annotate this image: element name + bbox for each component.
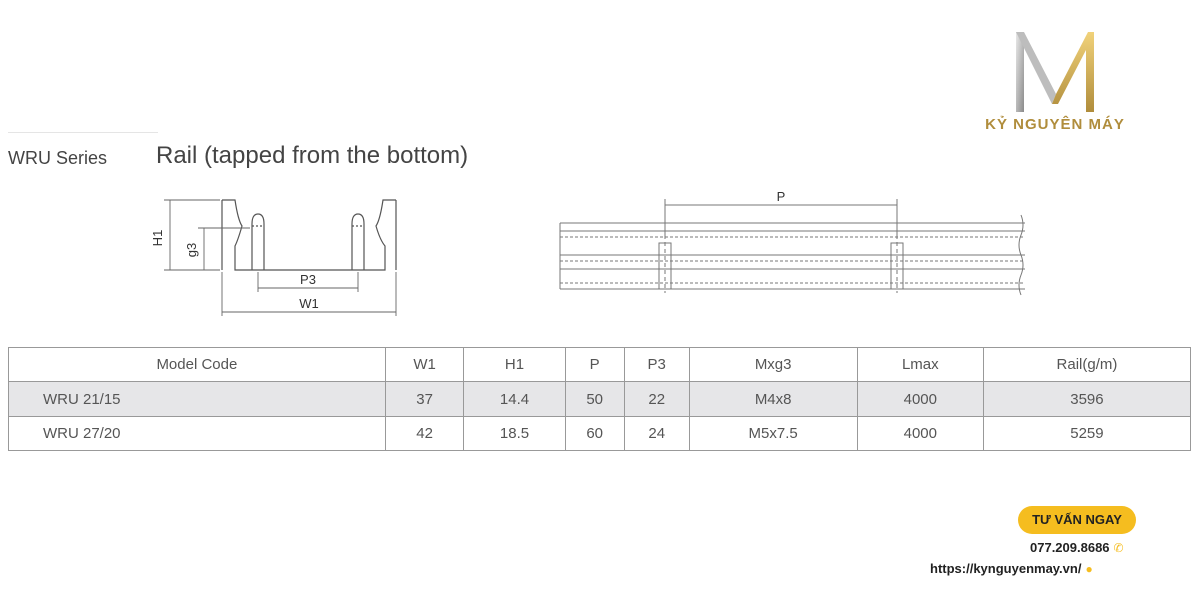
table-cell: 50 <box>564 381 625 417</box>
table-cell: 4000 <box>856 381 984 417</box>
phone-text: 077.209.8686 <box>1030 540 1110 555</box>
title-rule <box>8 132 158 133</box>
table-row: WRU 27/20 42 18.5 60 24 M5x7.5 4000 5259 <box>8 416 1192 451</box>
table-cell: 42 <box>384 416 465 451</box>
p3-label: P3 <box>300 272 316 287</box>
website-text: https://kynguyenmay.vn/ <box>930 561 1082 576</box>
table-cell: 24 <box>623 416 690 451</box>
rail-cross-section-diagram: H1 g3 P3 W1 <box>150 199 397 316</box>
p-label: P <box>777 189 786 204</box>
phone-number[interactable]: 077.209.8686✆ <box>1030 540 1124 555</box>
w1-label: W1 <box>299 296 319 311</box>
website-link[interactable]: https://kynguyenmay.vn/● <box>930 561 1093 576</box>
table-cell: 22 <box>623 381 690 417</box>
table-header-cell: Mxg3 <box>688 347 858 382</box>
table-cell: 5259 <box>982 416 1192 451</box>
table-header-cell: Rail(g/m) <box>982 347 1192 382</box>
table-cell: 14.4 <box>463 381 566 417</box>
specification-table: Model Code W1 H1 P P3 Mxg3 Lmax Rail(g/m… <box>8 347 1192 451</box>
table-row: WRU 21/15 37 14.4 50 22 M4x8 4000 3596 <box>8 381 1192 417</box>
brand-name: KỶ NGUYÊN MÁY <box>985 116 1125 133</box>
table-header-cell: P <box>564 347 625 382</box>
location-pin-icon: ● <box>1085 562 1093 576</box>
m-monogram-logo <box>1016 32 1094 112</box>
h1-label: H1 <box>150 230 165 247</box>
table-header-cell: Model Code <box>8 347 386 382</box>
phone-icon: ✆ <box>1113 541 1124 555</box>
table-cell: WRU 27/20 <box>8 416 386 451</box>
table-header-cell: W1 <box>384 347 465 382</box>
brand-logo: KỶ NGUYÊN MÁY <box>970 22 1140 142</box>
table-header-cell: H1 <box>463 347 566 382</box>
table-cell: 60 <box>564 416 625 451</box>
table-cell: M5x7.5 <box>688 416 858 451</box>
table-header-row: Model Code W1 H1 P P3 Mxg3 Lmax Rail(g/m… <box>8 347 1192 382</box>
table-cell: 4000 <box>856 416 984 451</box>
table-cell: 37 <box>384 381 465 417</box>
series-name: WRU Series <box>8 148 108 168</box>
g3-label: g3 <box>184 243 199 257</box>
table-cell: 18.5 <box>463 416 566 451</box>
page-title: Rail (tapped from the bottom) <box>156 142 469 169</box>
table-cell: WRU 21/15 <box>8 381 386 417</box>
consult-now-button[interactable]: TƯ VẤN NGAY <box>1018 506 1136 534</box>
table-cell: 3596 <box>982 381 1192 417</box>
table-header-cell: P3 <box>623 347 690 382</box>
rail-side-view-diagram: P <box>559 189 1025 296</box>
table-cell: M4x8 <box>688 381 858 417</box>
table-header-cell: Lmax <box>856 347 984 382</box>
